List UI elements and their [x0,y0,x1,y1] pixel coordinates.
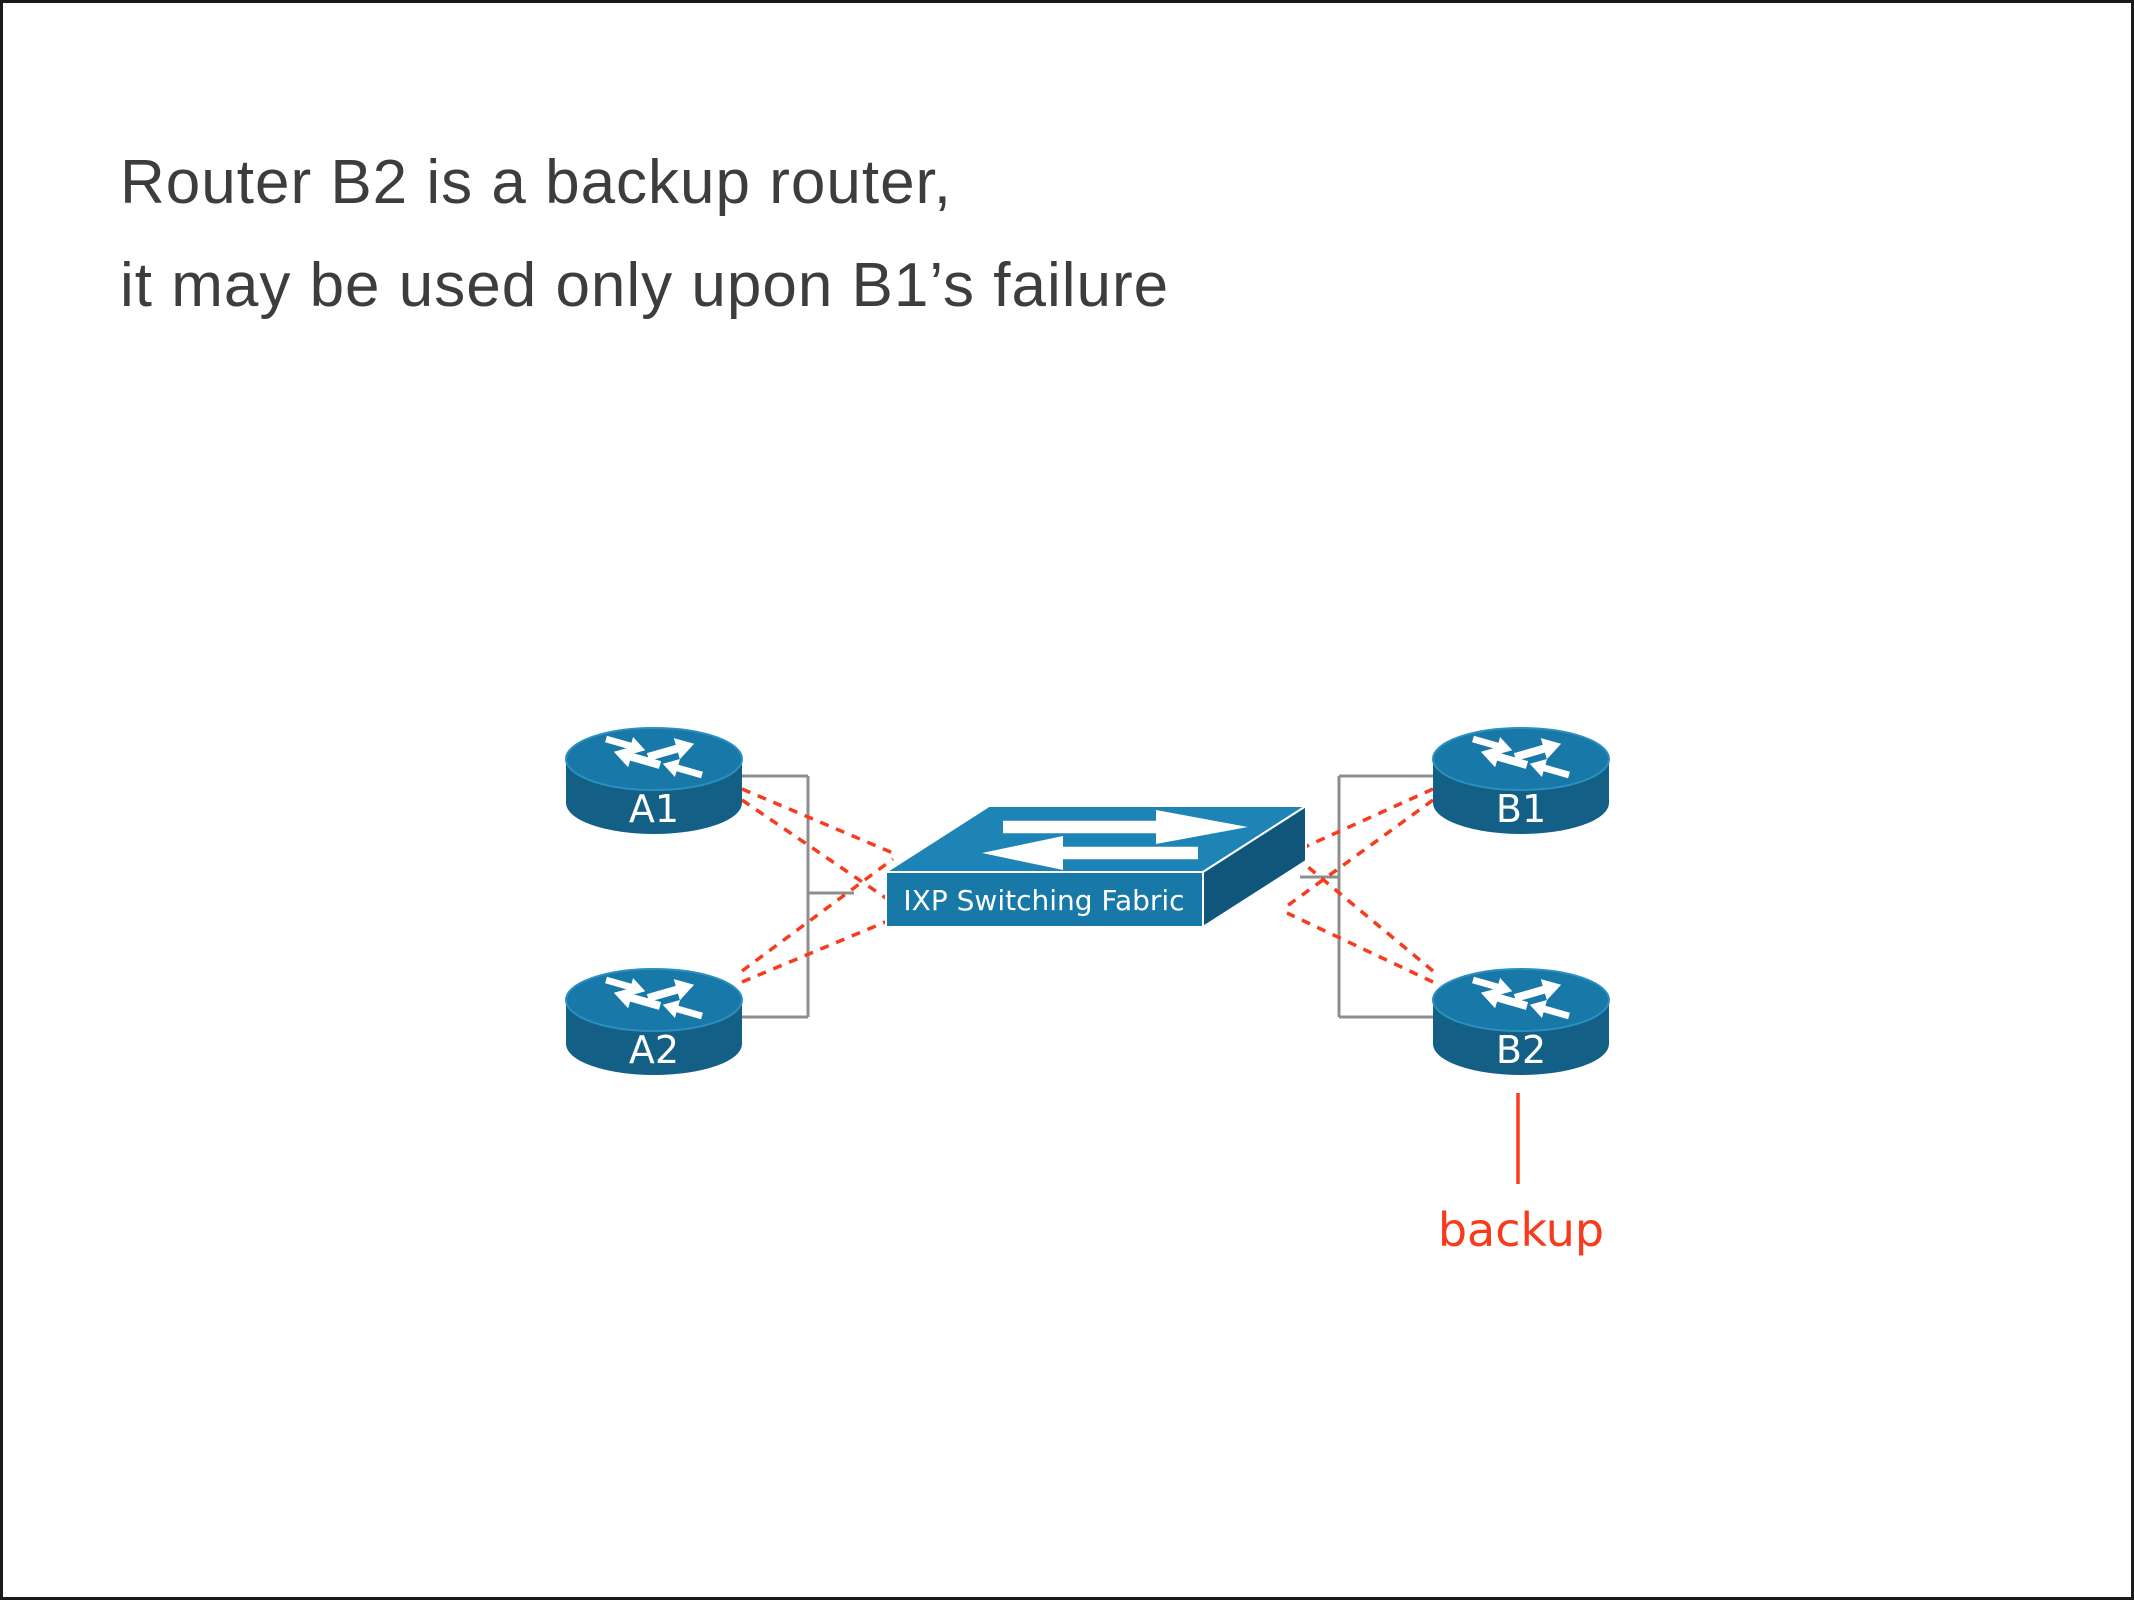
router-a2: A2 [566,969,742,1075]
switch-front-face [885,871,1204,928]
link-a2-switch-primary [740,857,895,973]
link-b2-switch-backup [1286,911,1434,984]
slide-title: Router B2 is a backup router, it may be … [120,131,1169,337]
router-b1: B1 [1433,728,1609,834]
ixp-switch: IXP Switching Fabric [882,804,1310,929]
bracket-right [1300,774,1433,1019]
network-diagram: IXP Switching Fabric A1 A2 B1 B2 backup [3,3,2134,1257]
link-b2-switch-primary [1294,855,1435,973]
link-b1-switch-primary [1295,787,1434,853]
router-a2-label: A2 [629,1028,679,1072]
slide-title-line-2: it may be used only upon B1’s failure [120,251,1170,320]
link-a1-switch-backup [741,798,903,911]
link-b1-switch-backup [1285,798,1435,908]
router-a1-label: A1 [629,787,679,831]
router-b2: B2 [1433,969,1609,1075]
slide-title-line-1: Router B2 is a backup router, [120,148,953,217]
router-a1: A1 [566,728,742,834]
switch-label: IXP Switching Fabric [903,884,1184,917]
bracket-left [742,774,854,1019]
router-b2-label: B2 [1496,1028,1546,1072]
router-b1-label: B1 [1496,787,1546,831]
link-a2-switch-backup [741,913,903,984]
backup-label: backup [1438,1203,1604,1257]
link-a1-switch-primary [741,787,894,855]
